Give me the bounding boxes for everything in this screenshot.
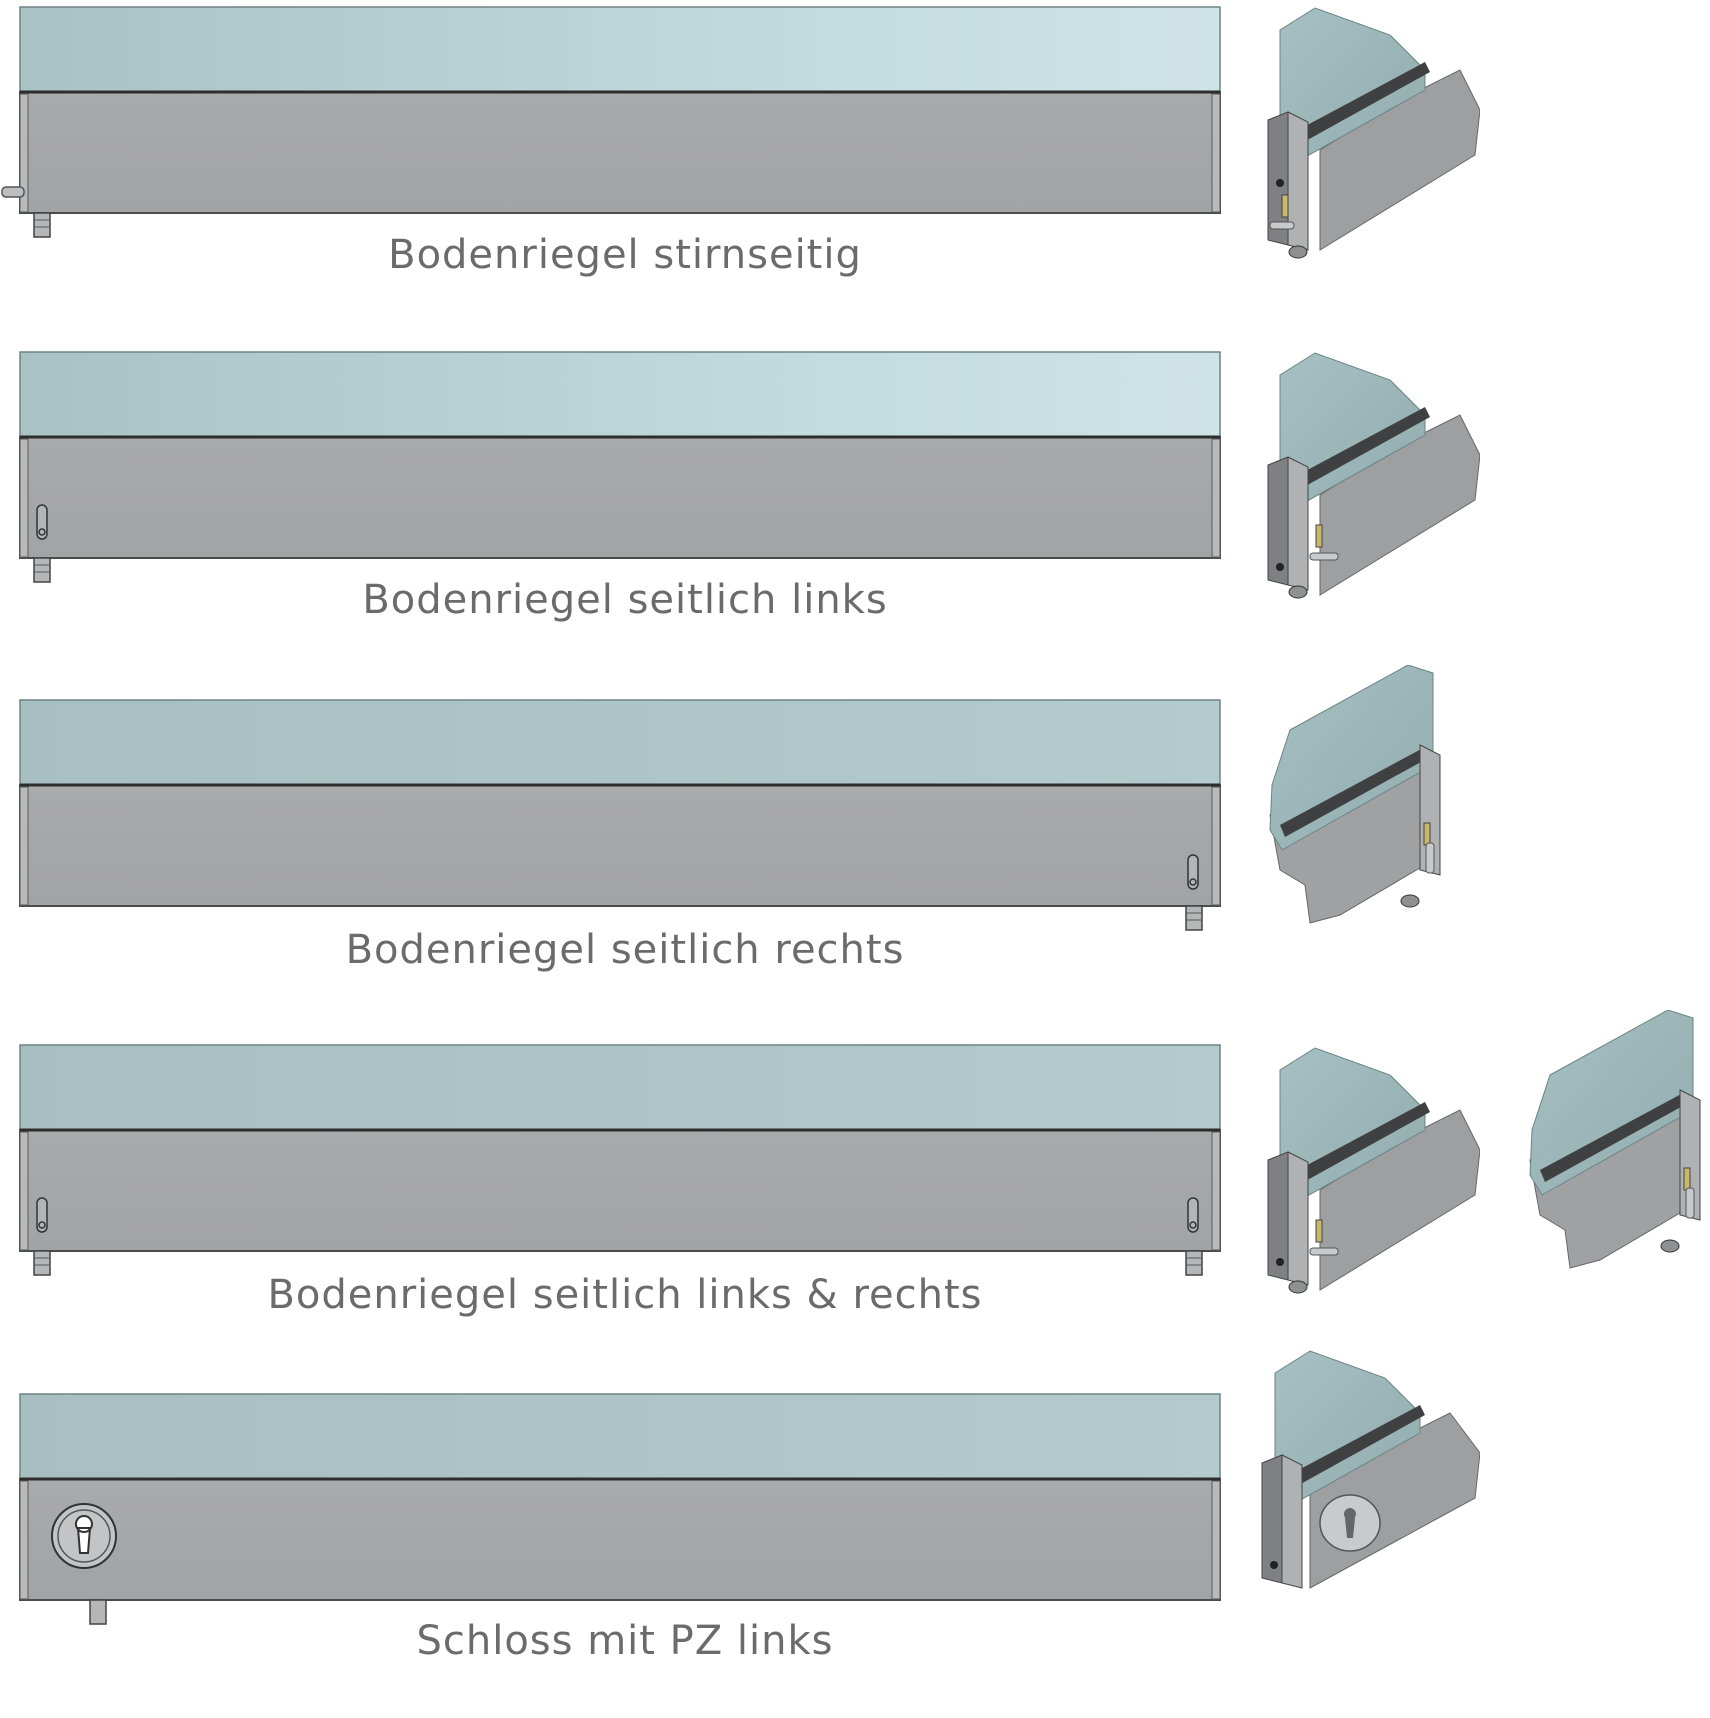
iso-view-links-rechts-left	[1267, 1047, 1480, 1294]
aluminium-profile	[19, 1129, 1221, 1252]
aluminium-profile	[19, 436, 1221, 559]
bolt-foot-icon	[1185, 1250, 1203, 1276]
slot-icon	[1187, 854, 1199, 890]
lock-cylinder-icon	[51, 1503, 117, 1569]
front-view-rechts	[19, 699, 1221, 931]
bolt-foot-icon	[33, 1250, 51, 1276]
screw-icon	[1276, 179, 1284, 187]
lock-cylinder-icon	[1319, 1494, 1381, 1552]
caption-links: Bodenriegel seitlich links	[362, 577, 888, 623]
front-view-schloss	[19, 1393, 1221, 1625]
glass-panel	[19, 1044, 1221, 1131]
variant-links-rechts: Bodenriegel seitlich links & rechts	[0, 1010, 1710, 1370]
aluminium-profile	[19, 1478, 1221, 1601]
iso-view-rechts	[1269, 665, 1441, 924]
caption-rechts: Bodenriegel seitlich rechts	[345, 927, 905, 973]
screw-icon	[1276, 1258, 1284, 1266]
bolt-foot-icon	[1400, 894, 1420, 908]
bolt-foot-icon	[1288, 245, 1308, 259]
bolt-foot-icon	[33, 212, 51, 238]
slot-icon	[1187, 1197, 1199, 1233]
bolt-pin-icon	[1685, 1187, 1695, 1219]
slot-icon	[1423, 822, 1431, 846]
variant-schloss: Schloss mit PZ links	[0, 1350, 1710, 1718]
caption-links-rechts: Bodenriegel seitlich links & rechts	[267, 1272, 983, 1318]
slot-icon	[1315, 524, 1323, 548]
aluminium-profile	[19, 91, 1221, 214]
iso-view-stirnseitig	[1267, 7, 1480, 259]
bolt-pin-icon	[1425, 842, 1435, 874]
glass-panel	[19, 1393, 1221, 1480]
caption-schloss: Schloss mit PZ links	[416, 1618, 834, 1664]
aluminium-profile	[19, 784, 1221, 907]
bolt-pin-icon	[1269, 221, 1295, 230]
bolt-foot-icon	[1288, 1280, 1308, 1294]
slot-icon	[36, 1197, 48, 1233]
caption-stirnseitig: Bodenriegel stirnseitig	[388, 232, 862, 278]
bolt-foot-icon	[1185, 905, 1203, 931]
iso-view-schloss	[1261, 1350, 1480, 1589]
iso-view-links	[1267, 352, 1480, 599]
slot-icon	[1315, 1219, 1323, 1243]
slot-icon	[1683, 1167, 1691, 1191]
glass-panel	[19, 351, 1221, 438]
screw-icon	[1270, 1561, 1278, 1569]
variant-rechts: Bodenriegel seitlich rechts	[0, 665, 1710, 1025]
bolt-pin-icon	[1, 186, 25, 198]
iso-view-links-rechts-right	[1529, 1010, 1701, 1269]
variant-stirnseitig: Bodenriegel stirnseitig	[0, 0, 1710, 330]
slot-icon	[36, 504, 48, 540]
screw-icon	[1276, 563, 1284, 571]
glass-panel	[19, 699, 1221, 786]
bolt-foot-icon	[1288, 585, 1308, 599]
front-view-stirnseitig	[1, 6, 1221, 238]
glass-panel	[19, 6, 1221, 93]
front-view-links-rechts	[19, 1044, 1221, 1276]
bolt-pin-icon	[1309, 552, 1339, 561]
front-view-links	[19, 351, 1221, 583]
bolt-foot-icon	[1660, 1239, 1680, 1253]
bolt-foot-icon	[33, 557, 51, 583]
variant-links: Bodenriegel seitlich links	[0, 345, 1710, 675]
slot-icon	[1281, 194, 1289, 218]
bolt-foot-icon	[89, 1599, 107, 1625]
bolt-pin-icon	[1309, 1247, 1339, 1256]
